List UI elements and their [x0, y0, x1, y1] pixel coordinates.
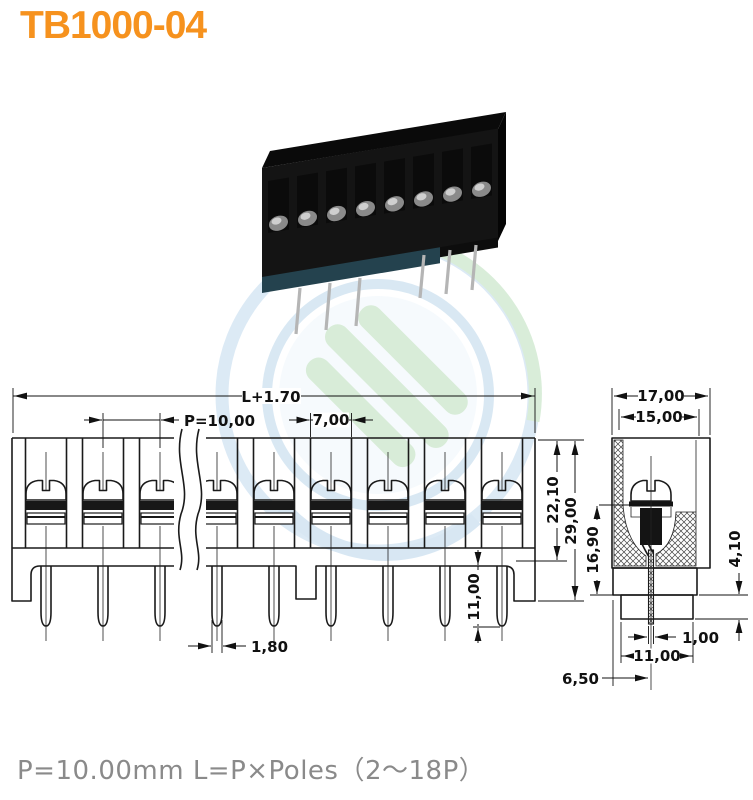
dim-label-pin-width: 1,80 — [251, 638, 288, 656]
dim-inner-width: 15,00 — [618, 408, 700, 436]
dim-label-opening: 7,00 — [312, 411, 349, 429]
dim-label-total-height: 29,00 — [562, 497, 580, 544]
dim-label-pitch: P=10,00 — [184, 412, 255, 430]
dim-body-height: 22,10 — [516, 439, 584, 562]
page-title: TB1000-04 — [20, 4, 207, 47]
dim-label-pin-thickness: 1,00 — [682, 629, 719, 647]
dim-pin-thickness: 1,00 — [628, 626, 719, 647]
dim-base-width: 11,00 — [620, 622, 694, 665]
dim-label-pin-length: 11,00 — [465, 573, 483, 620]
front-view: L+1.70 P=10,00 7,00 — [11, 388, 584, 656]
dim-step-height: 4,10 — [695, 525, 748, 641]
dim-pitch: P=10,00 — [84, 412, 255, 448]
dim-opening: 7,00 — [289, 411, 373, 437]
product-photo — [262, 112, 506, 335]
photo-cells — [268, 143, 492, 233]
dim-pin-width: 1,80 — [188, 620, 288, 656]
dim-label-base-width: 11,00 — [633, 647, 680, 665]
dim-label-body-height: 22,10 — [544, 476, 562, 523]
side-view: 17,00 15,00 16,90 — [562, 387, 748, 690]
dim-overall-length: L+1.70 — [12, 388, 536, 433]
dim-label-inner-width: 15,00 — [635, 408, 682, 426]
dim-label-step-height: 4,10 — [726, 530, 744, 567]
dim-outer-width: 17,00 — [611, 387, 711, 435]
dim-pin-length: 11,00 — [465, 550, 500, 643]
dim-label-outer-width: 17,00 — [637, 387, 684, 405]
pitch-note: P=10.00mm L=P×Poles（2～18P） — [17, 756, 486, 786]
dim-pin-offset: 6,50 — [562, 600, 648, 688]
dim-mid-height: 16,90 — [584, 504, 647, 596]
dim-label-pin-offset: 6,50 — [562, 670, 599, 688]
dim-label-overall-length: L+1.70 — [241, 388, 300, 406]
watermark-stripes — [305, 305, 468, 468]
photo-pins — [294, 244, 478, 335]
dim-total-height: 29,00 — [538, 441, 584, 602]
dim-label-mid-height: 16,90 — [584, 526, 602, 573]
